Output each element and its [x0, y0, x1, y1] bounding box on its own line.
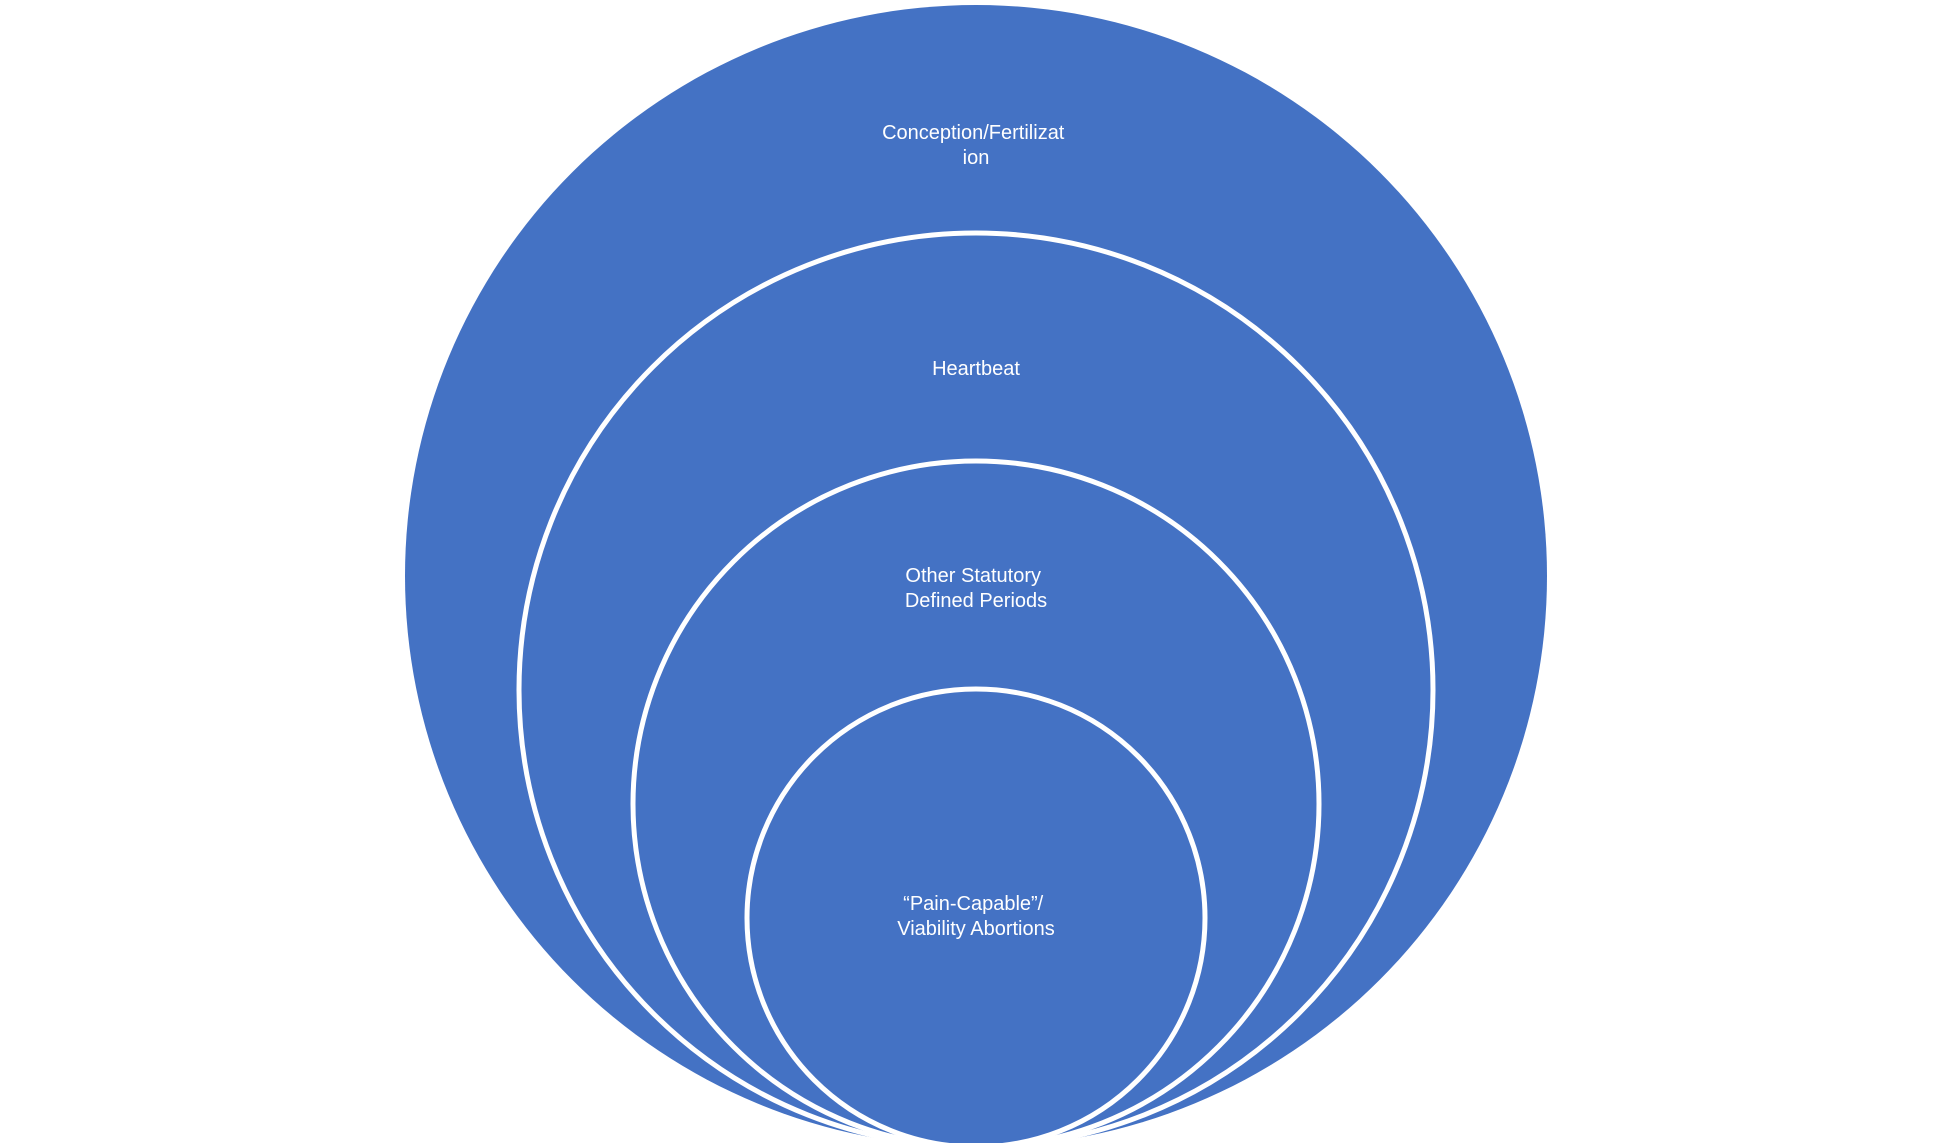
- ring-label-pain-capable-viability: “Pain-Capable”/ Viability Abortions: [897, 893, 1055, 940]
- ring-label-line: Defined Periods: [905, 590, 1047, 612]
- ring-label-line: Viability Abortions: [897, 918, 1055, 940]
- ring-label-other-statutory-defined-periods: Other Statutory Defined Periods: [905, 565, 1047, 612]
- ring-label-conception-fertilization: Conception/Fertilizat ion: [882, 122, 1070, 169]
- ring-label-heartbeat: Heartbeat: [932, 358, 1020, 380]
- ring-label-line: Other Statutory: [905, 565, 1041, 587]
- ring-label-line: ion: [963, 147, 990, 169]
- ring-pain-capable-viability: [744, 686, 1208, 1143]
- ring-label-line: Heartbeat: [932, 358, 1020, 380]
- ring-label-line: “Pain-Capable”/: [903, 893, 1044, 915]
- ring-label-line: Conception/Fertilizat: [882, 122, 1065, 144]
